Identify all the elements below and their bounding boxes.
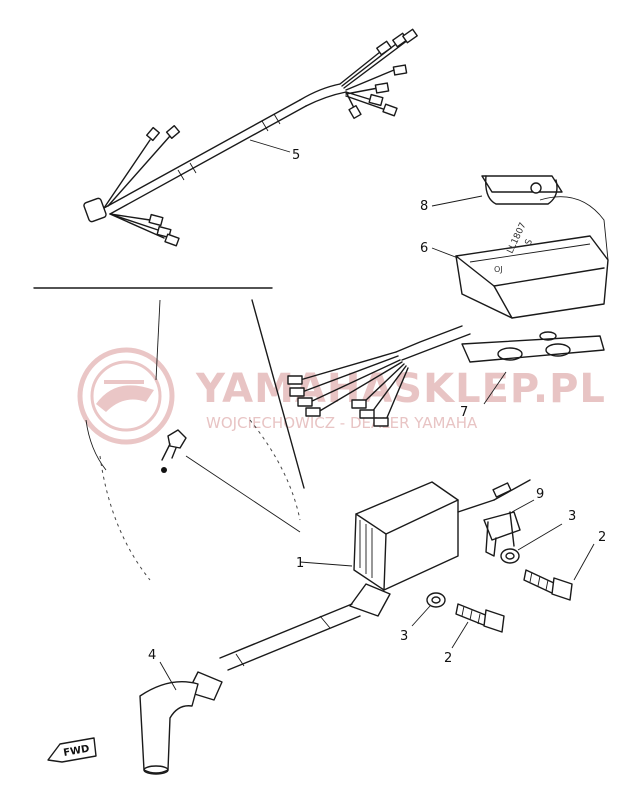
bolt-upper bbox=[523, 543, 595, 601]
callout-8: 8 bbox=[420, 199, 428, 214]
frame-reference bbox=[33, 287, 305, 581]
cdi-output-leads bbox=[287, 325, 471, 427]
unit-marking-3: OJ bbox=[494, 265, 503, 274]
callout-9: 9 bbox=[536, 487, 544, 502]
watermark-sub-text: WOJCIECHOWICZ - DEALER YAMAHA bbox=[206, 414, 478, 432]
watermark-logo bbox=[77, 347, 175, 445]
watermark: YAMAHASKLEP.PL WOJCIECHOWICZ - DEALER YA… bbox=[77, 347, 605, 445]
callout-2-lower: 2 bbox=[444, 651, 452, 666]
callout-3-upper: 3 bbox=[568, 509, 576, 524]
bolt-lower bbox=[451, 603, 505, 649]
callouts: 5 8 6 7 9 3 2 1 3 2 4 bbox=[148, 148, 606, 666]
cdi-bracket bbox=[431, 175, 563, 207]
callout-5: 5 bbox=[292, 148, 300, 163]
direction-badge: FWD bbox=[47, 737, 97, 763]
callout-2-upper: 2 bbox=[598, 530, 606, 545]
spark-plug-cap bbox=[139, 661, 223, 775]
callout-7: 7 bbox=[460, 405, 468, 420]
wire-harness bbox=[83, 28, 418, 247]
washer-lower bbox=[411, 592, 446, 627]
washer-upper bbox=[500, 523, 563, 564]
coil-grommet bbox=[483, 499, 535, 557]
fwd-label: FWD bbox=[63, 744, 91, 759]
callout-4: 4 bbox=[148, 648, 156, 663]
cdi-unit: LL1807 S OJ bbox=[431, 196, 609, 319]
callout-6: 6 bbox=[420, 241, 428, 256]
callout-3-lower: 3 bbox=[400, 629, 408, 644]
unit-marking-2: S bbox=[524, 238, 536, 248]
callout-1: 1 bbox=[296, 556, 304, 571]
ignition-coil bbox=[219, 479, 531, 671]
damper-plate bbox=[461, 331, 605, 405]
